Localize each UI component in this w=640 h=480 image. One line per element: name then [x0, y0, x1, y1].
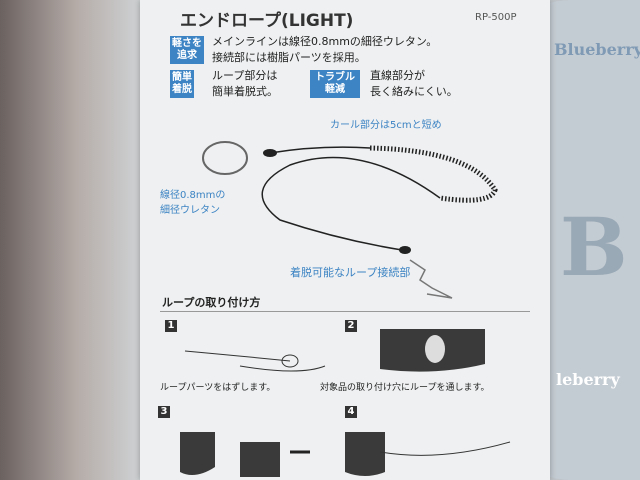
feature-badge-trouble: トラブル軽減: [310, 70, 360, 98]
stopper-icon: [399, 246, 411, 254]
howto-heading: ループの取り付け方: [162, 296, 261, 309]
line-label: 線径0.8mmの細径ウレタン: [160, 190, 226, 216]
step-2-caption: 対象品の取り付け穴にループを通します。: [320, 383, 490, 393]
step-number-2: 2: [345, 320, 357, 332]
background-brand-initial: B: [560, 200, 628, 294]
loop-connector-icon: [409, 259, 453, 299]
rope-diagram: [202, 141, 498, 299]
feature-text-trouble: 直線部分が長く絡みにくい。: [370, 69, 458, 98]
feature-badge-easy: 簡単着脱: [170, 70, 194, 98]
product-title: エンドロープ(LIGHT): [180, 11, 354, 31]
feature-text-light: メインラインは線径0.8mmの細径ウレタン。接続部には樹脂パーツを採用。: [212, 35, 438, 64]
step-number-1: 1: [165, 320, 177, 332]
step-1-illustration: [184, 350, 326, 372]
background-brand-text-lower: leberry: [556, 370, 620, 389]
step-4-illustration: [345, 432, 511, 476]
rope-line-main: [261, 156, 441, 251]
step-number-3: 3: [158, 406, 170, 418]
curl-label: カール部分は5cmと短め: [330, 120, 442, 131]
step-2-illustration: [380, 329, 485, 372]
carabiner-icon: [202, 141, 248, 175]
step-number-4: 4: [345, 406, 357, 418]
model-number: RP-500P: [475, 12, 517, 23]
background-brand-text: Blueberry: [554, 40, 640, 59]
divider: [160, 311, 530, 312]
step-1-caption: ループパーツをはずします。: [160, 383, 276, 393]
instruction-card: エンドロープ(LIGHT) RP-500P 軽さを追求 メインラインは線径0.8…: [140, 0, 550, 480]
feature-badge-light: 軽さを追求: [170, 36, 204, 64]
feature-text-easy: ループ部分は簡単着脱式。: [212, 69, 278, 98]
loop-label: 着脱可能なループ接続部: [290, 266, 411, 279]
step-3-illustration: [180, 432, 310, 477]
rope-line: [269, 146, 371, 154]
